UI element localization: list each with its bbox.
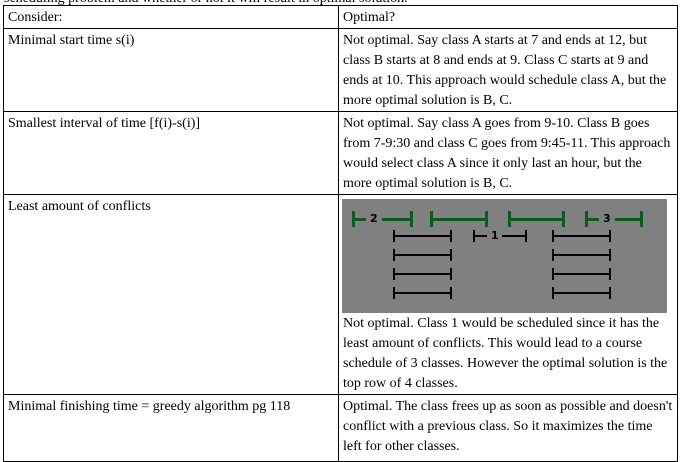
interval-label-3: 3 bbox=[603, 212, 611, 225]
table-row: Least amount of conflicts 2 bbox=[3, 194, 678, 395]
optimal-cell: Optimal. The class frees up as soon as p… bbox=[338, 394, 678, 462]
consider-cell: Smallest interval of time [f(i)-s(i)] bbox=[3, 111, 339, 195]
clipped-heading: scheduling problem and whether or not it… bbox=[4, 0, 408, 7]
greedy-strategies-table: Consider: Optimal? Minimal start time s(… bbox=[3, 5, 678, 462]
interval-label-2: 2 bbox=[370, 212, 378, 225]
interval-label-1: 1 bbox=[491, 229, 499, 242]
consider-cell: Least amount of conflicts bbox=[3, 194, 339, 395]
header-optimal: Optimal? bbox=[338, 5, 678, 29]
table-row: Smallest interval of time [f(i)-s(i)] No… bbox=[3, 111, 678, 195]
header-consider: Consider: bbox=[3, 5, 339, 29]
table-row: Minimal start time s(i) Not optimal. Say… bbox=[3, 28, 678, 112]
optimal-cell: 2 3 bbox=[338, 194, 678, 395]
consider-cell: Minimal start time s(i) bbox=[3, 28, 339, 112]
optimal-cell-text: Not optimal. Class 1 would be scheduled … bbox=[343, 316, 668, 391]
consider-cell: Minimal finishing time = greedy algorith… bbox=[3, 394, 339, 462]
table-header-row: Consider: Optimal? bbox=[3, 5, 678, 29]
optimal-cell: Not optimal. Say class A goes from 9-10.… bbox=[338, 111, 678, 195]
interval-conflicts-figure: 2 3 bbox=[342, 199, 667, 313]
table-row: Minimal finishing time = greedy algorith… bbox=[3, 394, 678, 462]
optimal-cell: Not optimal. Say class A starts at 7 and… bbox=[338, 28, 678, 112]
